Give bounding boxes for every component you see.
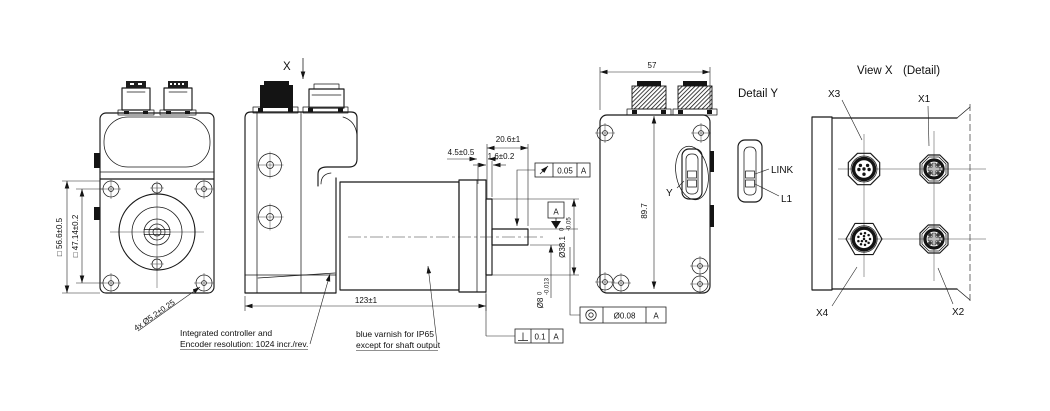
motor-body (339, 181, 460, 291)
side-tab (710, 205, 714, 227)
connector-x4-label: X4 (816, 308, 829, 319)
svg-text:-0.05: -0.05 (567, 217, 573, 231)
svg-text:Ø8: Ø8 (536, 297, 545, 308)
connector-x2-label: X2 (952, 307, 965, 318)
l1-led (745, 179, 755, 188)
runout-symbol-icon (539, 165, 549, 175)
side-connector-light (302, 83, 349, 114)
led-window (681, 148, 703, 200)
side-tab (94, 207, 100, 220)
dim-mounting-holes: 4x Ø5.2±0.25 (132, 298, 177, 333)
dim-boss-length: 1.6±0.2 (488, 152, 515, 161)
view-x-title: View X (857, 65, 893, 77)
datum-a-flag: A (530, 201, 578, 230)
detail-y-title: Detail Y (738, 88, 778, 100)
datum-label: A (553, 208, 559, 217)
dim-boss-diameter: Ø38.1 0 -0.05 (558, 217, 573, 258)
side-tab (94, 153, 100, 168)
end-view-dimensions: 57 89.7 (599, 61, 711, 289)
svg-text:Integrated controller and: Integrated controller and (180, 328, 272, 338)
front-view: □ 56.6±0.5 □ 47.14±0.2 4x Ø5.2±0.25 (55, 81, 215, 333)
detail-y: Detail Y LINK L1 (737, 88, 794, 205)
note-varnish: blue varnish for IP65 except for shaft o… (356, 265, 441, 351)
gdt-conc-value: Ø0.08 (614, 312, 636, 321)
connector-x3 (847, 152, 881, 186)
dim-shaft-length: 20.6±1 (496, 135, 521, 144)
gdt-perp-value: 0.1 (534, 333, 546, 342)
svg-text:Encoder resolution: 1024 incr.: Encoder resolution: 1024 incr./rev. (180, 339, 308, 349)
connector-x3-label: X3 (828, 89, 841, 100)
front-view-dimensions: □ 56.6±0.5 □ 47.14±0.2 4x Ø5.2±0.25 (55, 180, 201, 333)
perpendicularity-symbol-icon (518, 332, 528, 341)
connector-x2 (918, 223, 950, 255)
l1-led-label: L1 (781, 194, 793, 205)
connector-x1 (918, 153, 950, 185)
gdt-conc-datum: A (653, 312, 659, 321)
link-led (745, 170, 755, 179)
connector-x1-label: X1 (918, 94, 931, 105)
dim-shaft-diameter: Ø8 0 -0.013 (536, 277, 551, 308)
view-arrow-label: X (283, 61, 291, 73)
dim-pilot-depth: 4.5±0.5 (448, 148, 475, 157)
note-controller: Integrated controller and Encoder resolu… (180, 273, 331, 350)
end-view: Y 57 89.7 (594, 61, 718, 295)
gdt-perp-datum: A (553, 333, 559, 342)
dim-inner-square: □ 47.14±0.2 (71, 214, 80, 257)
side-connector-black (252, 81, 299, 114)
svg-text:0: 0 (560, 227, 566, 231)
svg-text:except for shaft output: except for shaft output (356, 340, 441, 350)
detail-marker-label: Y (666, 188, 673, 199)
dim-width: 57 (648, 61, 657, 70)
end-connector-2 (672, 81, 718, 116)
svg-text:blue varnish for IP65: blue varnish for IP65 (356, 329, 434, 339)
view-x-detail: View X (Detail) (811, 65, 986, 319)
svg-text:Ø38.1: Ø38.1 (558, 236, 567, 258)
concentricity-symbol-icon (585, 309, 597, 321)
view-x-title-detail: (Detail) (903, 65, 940, 77)
end-connector-1 (626, 81, 672, 116)
datum-triangle-icon (551, 221, 561, 229)
link-led-label: LINK (771, 165, 794, 176)
dim-overall-length: 123±1 (355, 296, 378, 305)
svg-text:0: 0 (538, 291, 544, 295)
svg-text:-0.013: -0.013 (545, 277, 551, 295)
dim-outer-square: □ 56.6±0.5 (55, 217, 64, 256)
side-view: X (180, 58, 667, 351)
gdt-runout-datum: A (581, 167, 587, 176)
gdt-runout-value: 0.05 (557, 167, 573, 176)
front-connector-1 (117, 81, 155, 116)
connector-x4 (845, 222, 883, 256)
motor-front-flange (458, 179, 487, 293)
detail-y-ellipse (675, 145, 709, 201)
front-connector-2 (159, 81, 197, 116)
gdt-runout-frame: 0.05 A (514, 162, 591, 226)
gdt-concentricity-frame: Ø0.08 A (569, 247, 667, 324)
dim-height: 89.7 (640, 203, 649, 219)
gdt-perpendicularity-frame: 0.1 A (485, 278, 564, 344)
side-view-dimensions: 123±1 4.5±0.5 20.6±1 1.6±0.2 0.05 (244, 135, 667, 344)
side-tab (710, 151, 714, 172)
